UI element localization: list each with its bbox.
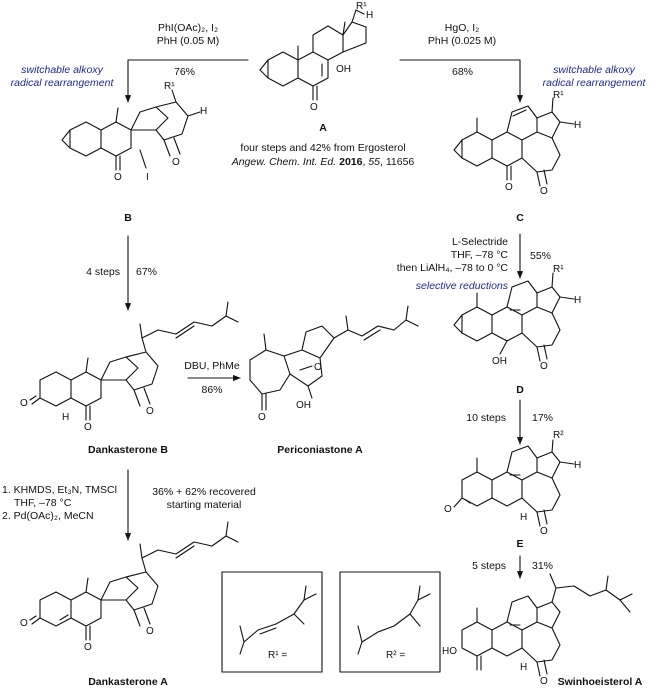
label-dankasterone-b: Dankasterone B bbox=[88, 444, 168, 456]
a-to-c-note-1: switchable alkoxy bbox=[553, 64, 635, 76]
dankb-to-peri-reagent: DBU, PhMe bbox=[184, 360, 240, 372]
atom-oh-d: OH bbox=[492, 356, 507, 367]
a-to-b-note-1: switchable alkoxy bbox=[21, 64, 103, 76]
dankb-to-danka-yield-1: 36% + 62% recovered bbox=[152, 486, 256, 498]
d-to-e-yield: 17% bbox=[532, 412, 554, 424]
c-to-d-yield: 55% bbox=[530, 250, 552, 262]
r1-definition-label: R¹ = bbox=[268, 650, 287, 661]
label-compound-a: A bbox=[319, 122, 327, 134]
c-to-d-note: selective reductions bbox=[415, 280, 508, 292]
dankb-to-danka-reagent-1: 1. KHMDS, Et₃N, TMSCl bbox=[2, 484, 117, 496]
structure-c bbox=[453, 97, 575, 187]
r2-definition-label: R² = bbox=[386, 650, 405, 661]
r1-definition-box bbox=[221, 571, 323, 673]
structure-periconiastone-a bbox=[249, 305, 419, 411]
label-compound-b: B bbox=[124, 212, 132, 224]
dankb-to-danka-reagent-3: 2. Pd(OAc)₂, MeCN bbox=[2, 510, 94, 522]
atom-o-dankb-2: O bbox=[84, 422, 92, 433]
source-pages: , 11656 bbox=[380, 156, 415, 168]
dankb-to-danka-yield-2: starting material bbox=[166, 499, 242, 511]
c-to-d-reagent-2: THF, –78 °C bbox=[450, 249, 508, 261]
source-line: four steps and 42% from Ergosterol bbox=[240, 142, 406, 154]
d-to-e-steps: 10 steps bbox=[466, 412, 506, 424]
structure-swinhoeisterol-a bbox=[461, 573, 633, 677]
atom-oh-peri: OH bbox=[296, 400, 311, 411]
atom-r1-b: R¹ bbox=[164, 81, 175, 92]
r2-side-chain bbox=[357, 585, 431, 655]
atom-h-b: H bbox=[200, 106, 207, 117]
label-compound-c: C bbox=[516, 212, 524, 224]
structure-d bbox=[453, 272, 575, 362]
atom-o-danka-1: O bbox=[20, 618, 28, 629]
label-compound-e: E bbox=[516, 538, 524, 550]
atom-h-d: H bbox=[574, 295, 581, 306]
atom-h-e-2: H bbox=[520, 512, 527, 523]
a-to-b-yield: 76% bbox=[174, 66, 196, 78]
atom-h-e: H bbox=[574, 460, 581, 471]
atom-o-dankb-1: O bbox=[20, 398, 28, 409]
atom-o-a: O bbox=[310, 102, 318, 113]
a-to-c-reagent-2: PhH (0.025 M) bbox=[427, 35, 497, 47]
structure-dankasterone-a bbox=[29, 521, 239, 641]
atom-o-c-2: O bbox=[540, 186, 548, 197]
source-year: 2016 bbox=[339, 156, 363, 168]
r1-side-chain bbox=[239, 585, 317, 655]
c-to-d-reagent-3: then LiAlH₄, –78 to 0 °C bbox=[396, 262, 508, 274]
structure-e bbox=[453, 439, 575, 527]
label-swinhoeisterol-a: Swinhoeisterol A bbox=[557, 676, 643, 688]
atom-ho-swin: HO bbox=[442, 646, 457, 657]
source-volume: 55 bbox=[368, 156, 381, 168]
atom-h-c: H bbox=[574, 120, 581, 131]
source-citation: Angew. Chem. Int. Ed. 2016, 55, 11656 bbox=[231, 156, 415, 168]
structure-dankasterone-b bbox=[29, 301, 239, 421]
atom-o-danka-2: O bbox=[84, 642, 92, 653]
structure-a bbox=[259, 9, 367, 101]
atom-o-danka-3: O bbox=[146, 626, 154, 637]
atom-o-peri-2: O bbox=[314, 362, 322, 373]
atom-o-e-1: O bbox=[444, 504, 452, 515]
source-journal: Angew. Chem. Int. Ed. bbox=[231, 156, 337, 168]
atom-o-e-2: O bbox=[540, 526, 548, 537]
atom-o-b-1: O bbox=[114, 172, 122, 183]
atom-o-dankb-3: O bbox=[146, 406, 154, 417]
atom-o-peri-1: O bbox=[258, 412, 266, 423]
atom-o-swin: O bbox=[540, 676, 548, 687]
atom-h-dankb: H bbox=[62, 412, 69, 423]
atom-h-a: H bbox=[366, 10, 373, 21]
atom-r1-c: R¹ bbox=[553, 90, 564, 101]
atom-o-d: O bbox=[540, 361, 548, 372]
b-to-dankb-steps: 4 steps bbox=[86, 266, 120, 278]
atom-oh-a: OH bbox=[336, 64, 351, 75]
label-dankasterone-a: Dankasterone A bbox=[88, 676, 168, 688]
atom-h-swin: H bbox=[520, 662, 527, 673]
atom-o-b-2: O bbox=[172, 157, 180, 168]
atom-r1-d: R¹ bbox=[553, 264, 564, 275]
arrow-a-to-b bbox=[124, 59, 249, 103]
arrow-a-to-c bbox=[399, 59, 524, 103]
atom-o-c-1: O bbox=[505, 182, 513, 193]
c-to-d-reagent-1: L-Selectride bbox=[451, 236, 508, 248]
b-to-dankb-yield: 67% bbox=[136, 266, 158, 278]
e-to-swin-steps: 5 steps bbox=[472, 560, 506, 572]
atom-i-b: I bbox=[146, 172, 149, 183]
a-to-b-note-2: radical rearrangement bbox=[10, 77, 114, 89]
atom-r1-a: R¹ bbox=[356, 1, 367, 12]
dankb-to-peri-yield: 86% bbox=[201, 384, 223, 396]
a-to-c-note-2: radical rearrangement bbox=[542, 77, 646, 89]
label-compound-d: D bbox=[516, 384, 524, 396]
a-to-b-reagent-1: PhI(OAc)₂, I₂ bbox=[157, 22, 219, 34]
label-periconiastone-a: Periconiastone A bbox=[277, 444, 363, 456]
e-to-swin-yield: 31% bbox=[532, 560, 554, 572]
a-to-c-reagent-1: HgO, I₂ bbox=[444, 22, 480, 34]
a-to-c-yield: 68% bbox=[452, 66, 474, 78]
structure-b bbox=[61, 89, 201, 171]
dankb-to-danka-reagent-2: THF, –78 °C bbox=[14, 497, 72, 509]
atom-r2-e: R² bbox=[553, 430, 564, 441]
a-to-b-reagent-2: PhH (0.05 M) bbox=[156, 35, 220, 47]
r2-definition-box bbox=[339, 571, 441, 673]
